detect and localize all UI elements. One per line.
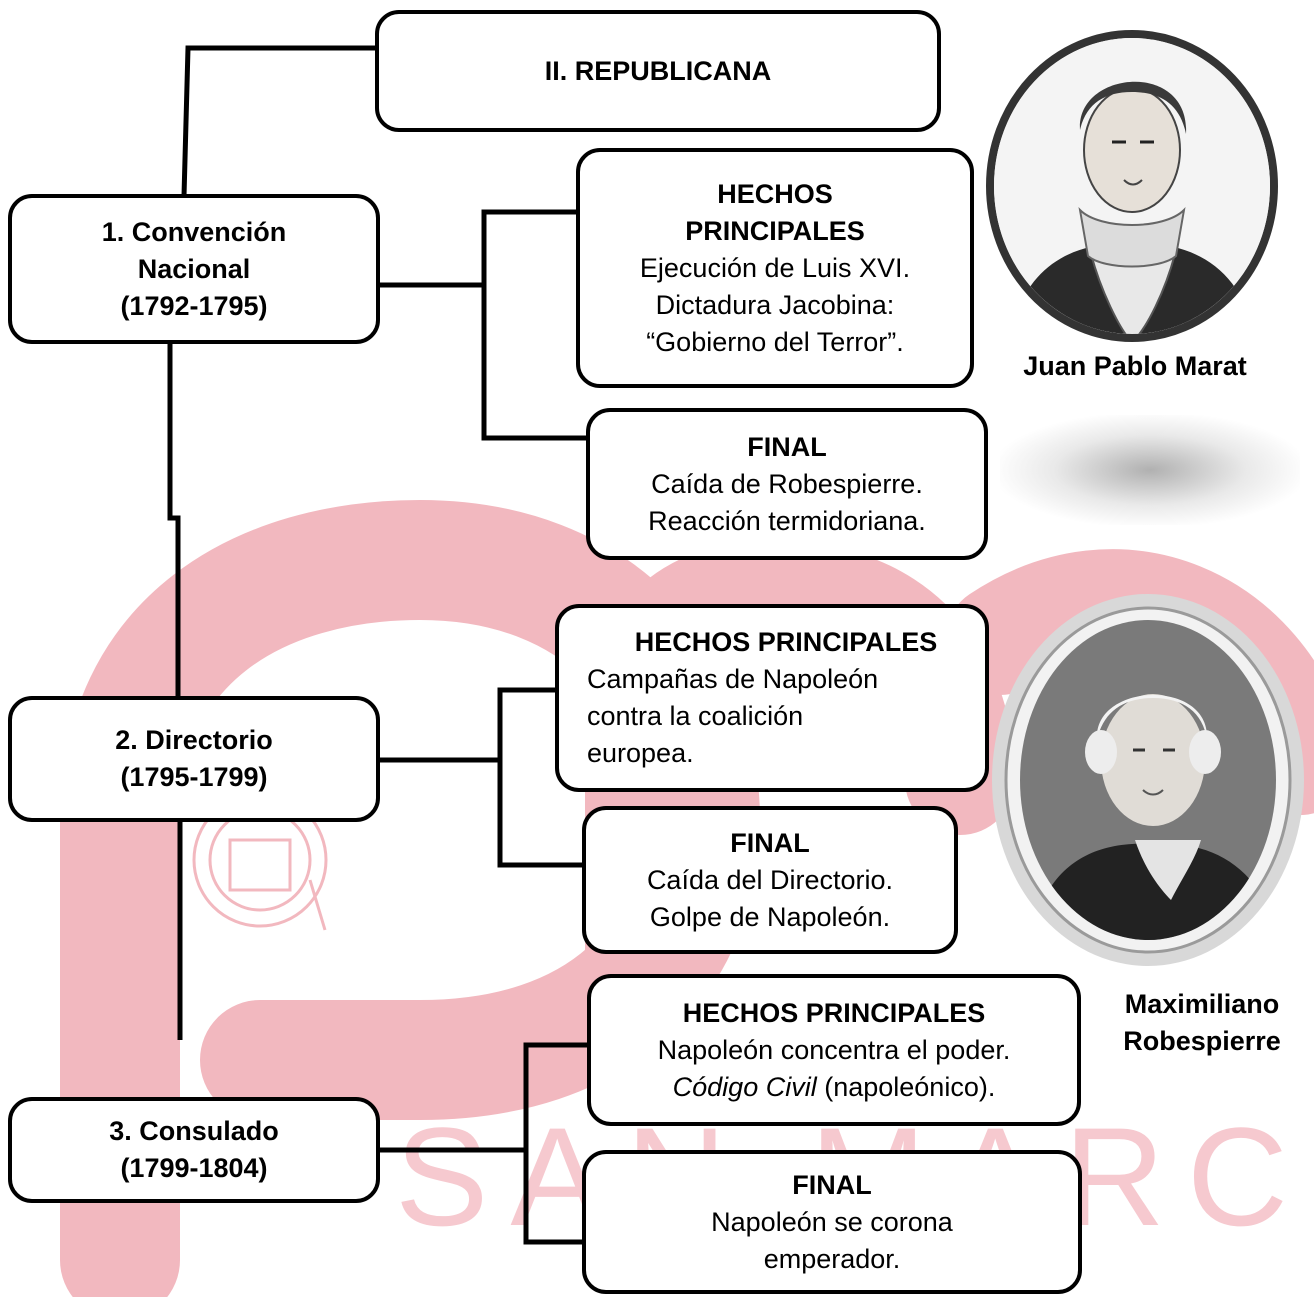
stage-name-line1: 1. Convención (101, 216, 287, 247)
fact-item: europea. (587, 738, 694, 768)
stage-box-directorio: 2. Directorio (1795-1799) (8, 696, 380, 822)
final-item: Caída del Directorio. (646, 864, 894, 895)
caption-robespierre-line2: Robespierre (1123, 1026, 1281, 1056)
final-box-directorio: FINAL Caída del Directorio. Golpe de Nap… (582, 806, 958, 954)
facts-box-convencion: HECHOS PRINCIPALES Ejecución de Luis XVI… (576, 148, 974, 388)
fact-item: contra la coalición (587, 701, 804, 731)
fact-item: Napoleón concentra el poder. (657, 1034, 1011, 1065)
stage-years: (1799-1804) (120, 1153, 268, 1183)
facts-box-directorio: HECHOS PRINCIPALES Campañas de Napoleón … (555, 604, 989, 792)
final-heading: FINAL (792, 1169, 872, 1200)
final-item: Caída de Robespierre. (651, 468, 923, 499)
final-item: Napoleón se corona (711, 1206, 953, 1237)
facts-heading-line2: PRINCIPALES (685, 215, 865, 246)
final-heading: FINAL (730, 827, 810, 858)
fact-italic-title: Código Civil (672, 1071, 817, 1102)
final-item: Golpe de Napoleón. (649, 901, 891, 932)
portrait-robespierre (992, 594, 1304, 966)
caption-robespierre: Maximiliano Robespierre (1090, 986, 1314, 1060)
fact-item-code: Código Civil (napoleónico). (673, 1069, 996, 1106)
final-heading: FINAL (747, 431, 827, 462)
stage-name: 2. Directorio (115, 725, 273, 755)
fact-item: Campañas de Napoleón (587, 664, 879, 694)
fact-item: “Gobierno del Terror”. (646, 326, 904, 357)
facts-heading: HECHOS PRINCIPALES (682, 997, 986, 1028)
portrait-marat (986, 30, 1278, 342)
connector-stage1-to-stage2 (167, 340, 181, 698)
stage-box-consulado: 3. Consulado (1799-1804) (8, 1097, 380, 1203)
connector-stage2-bracket (497, 687, 585, 868)
caption-robespierre-line1: Maximiliano (1124, 989, 1280, 1019)
facts-heading-line1: HECHOS (717, 178, 833, 209)
fact-item: Ejecución de Luis XVI. (639, 252, 911, 283)
stage-name: 3. Consulado (109, 1116, 279, 1146)
connector-title (181, 45, 378, 197)
title-text: II. REPUBLICANA (544, 55, 772, 86)
facts-box-consulado: HECHOS PRINCIPALES Napoleón concentra el… (587, 974, 1081, 1126)
title-box: II. REPUBLICANA (375, 10, 941, 132)
facts-heading: HECHOS PRINCIPALES (634, 627, 938, 657)
stage-box-convencion: 1. Convención Nacional (1792-1795) (8, 194, 380, 344)
shadow-blob (1000, 415, 1300, 525)
fact-italic-rest: (napoleónico). (816, 1071, 996, 1102)
connector-stage3-bracket (523, 1042, 590, 1245)
caption-marat: Juan Pablo Marat (1023, 351, 1247, 381)
final-box-consulado: FINAL Napoleón se corona emperador. (582, 1150, 1082, 1294)
final-box-convencion: FINAL Caída de Robespierre. Reacción ter… (586, 408, 988, 560)
final-item: Reacción termidoriana. (648, 505, 926, 536)
fact-item: Dictadura Jacobina: (655, 289, 895, 320)
connector-stage1-bracket (481, 209, 590, 441)
final-item: emperador. (763, 1243, 901, 1274)
stage-name-line2: Nacional (137, 253, 251, 284)
stage-years: (1795-1799) (120, 762, 268, 792)
stage-years: (1792-1795) (120, 290, 268, 321)
